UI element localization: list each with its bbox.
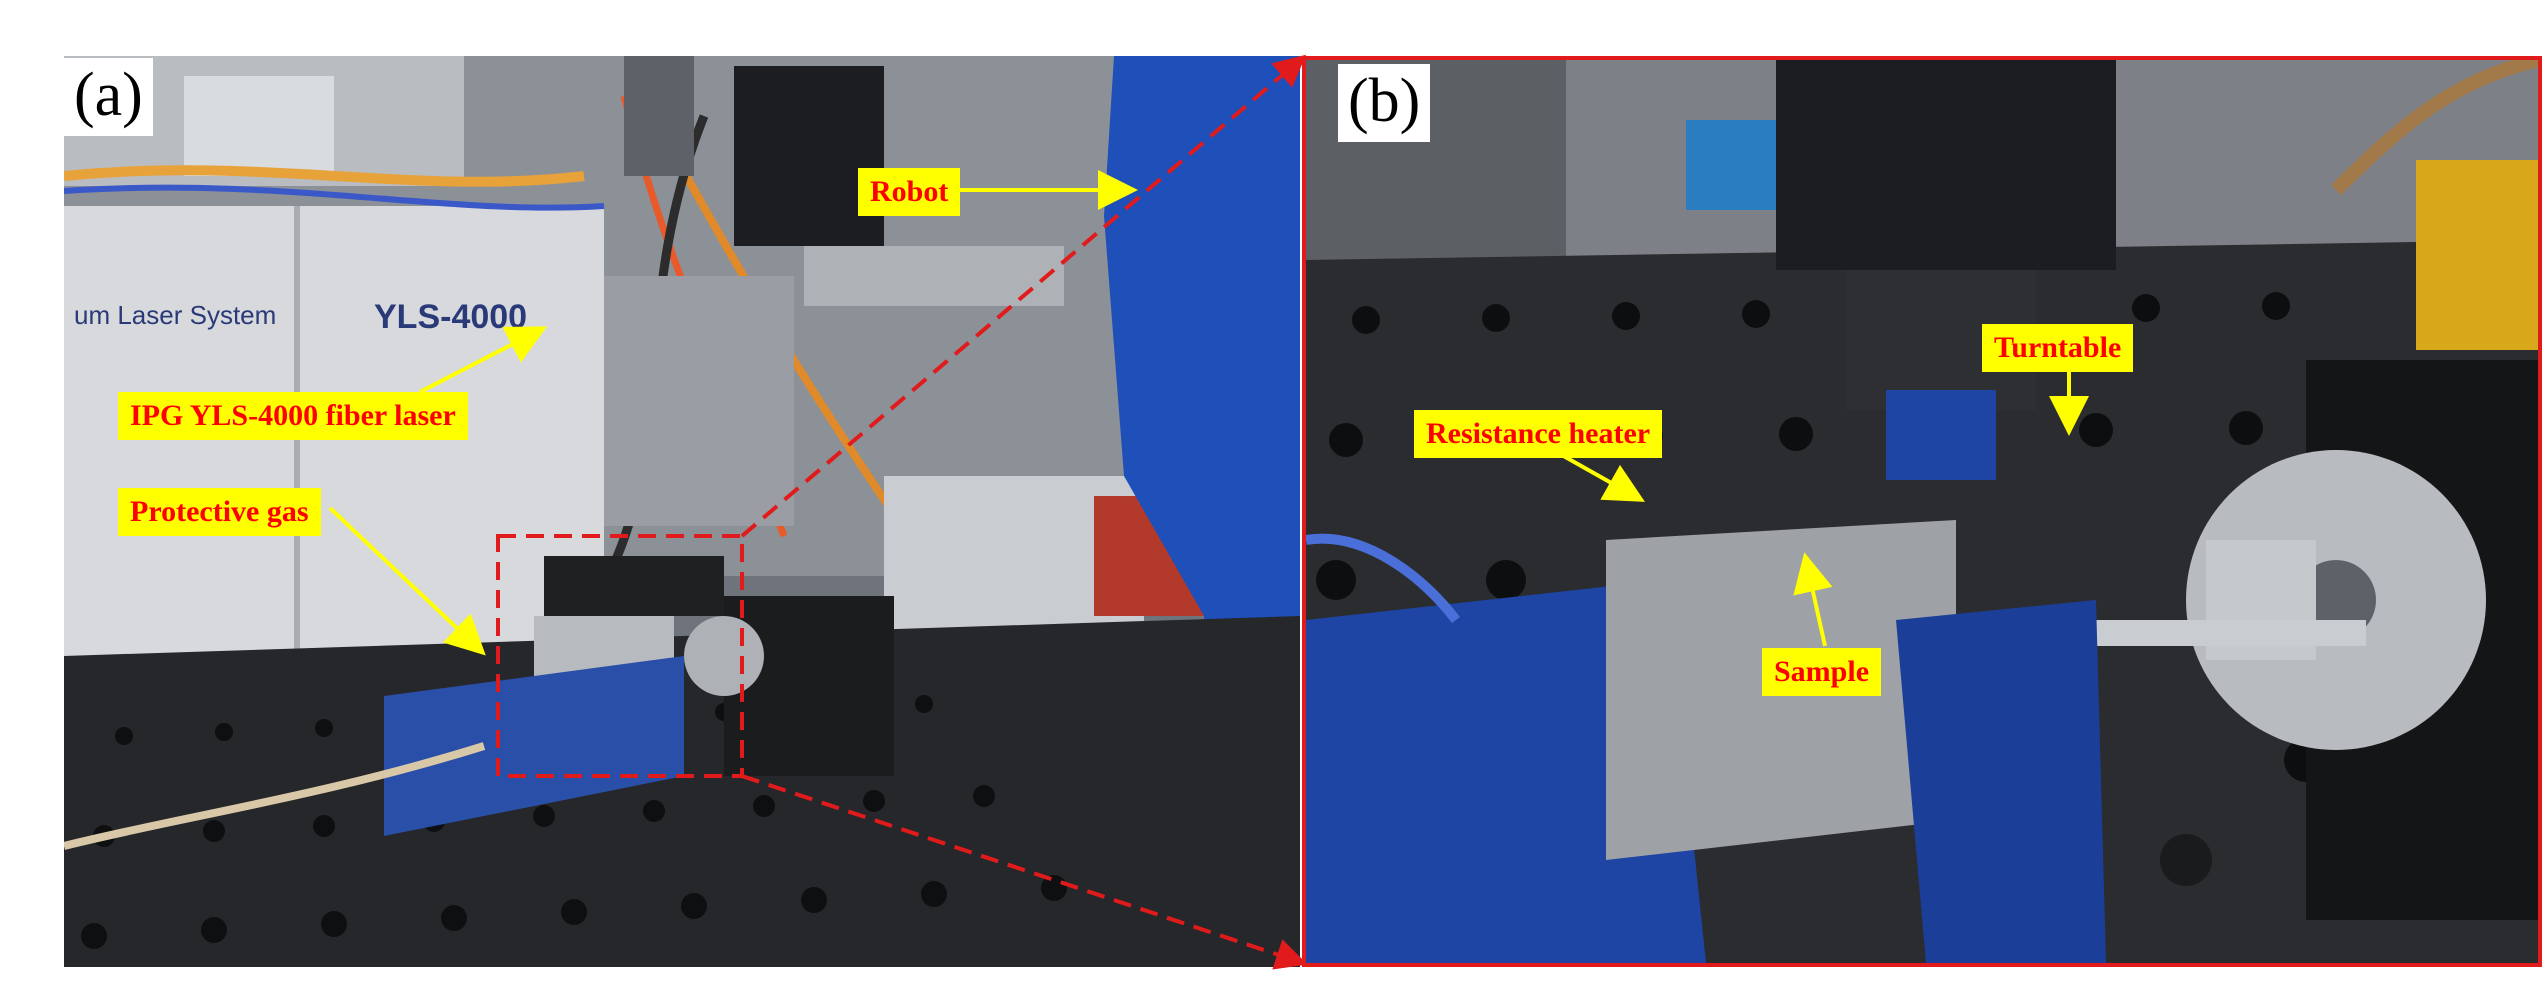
panel-label-a: (a) (64, 58, 153, 136)
callout-turntable: Turntable (1982, 324, 2134, 372)
callout-protective-gas: Protective gas (118, 488, 321, 536)
callout-fiber-laser: IPG YLS-4000 fiber laser (118, 392, 468, 440)
printed-model: YLS-4000 (374, 298, 527, 336)
printed-laser-system: um Laser System (74, 300, 276, 330)
callout-resistance-heater: Resistance heater (1414, 410, 1663, 458)
callout-robot: Robot (858, 168, 961, 216)
panel-label-b: (b) (1338, 64, 1431, 142)
panel-b-scene (1306, 60, 2538, 963)
callout-sample: Sample (1762, 648, 1882, 696)
panel-b-photo (1302, 56, 2542, 967)
